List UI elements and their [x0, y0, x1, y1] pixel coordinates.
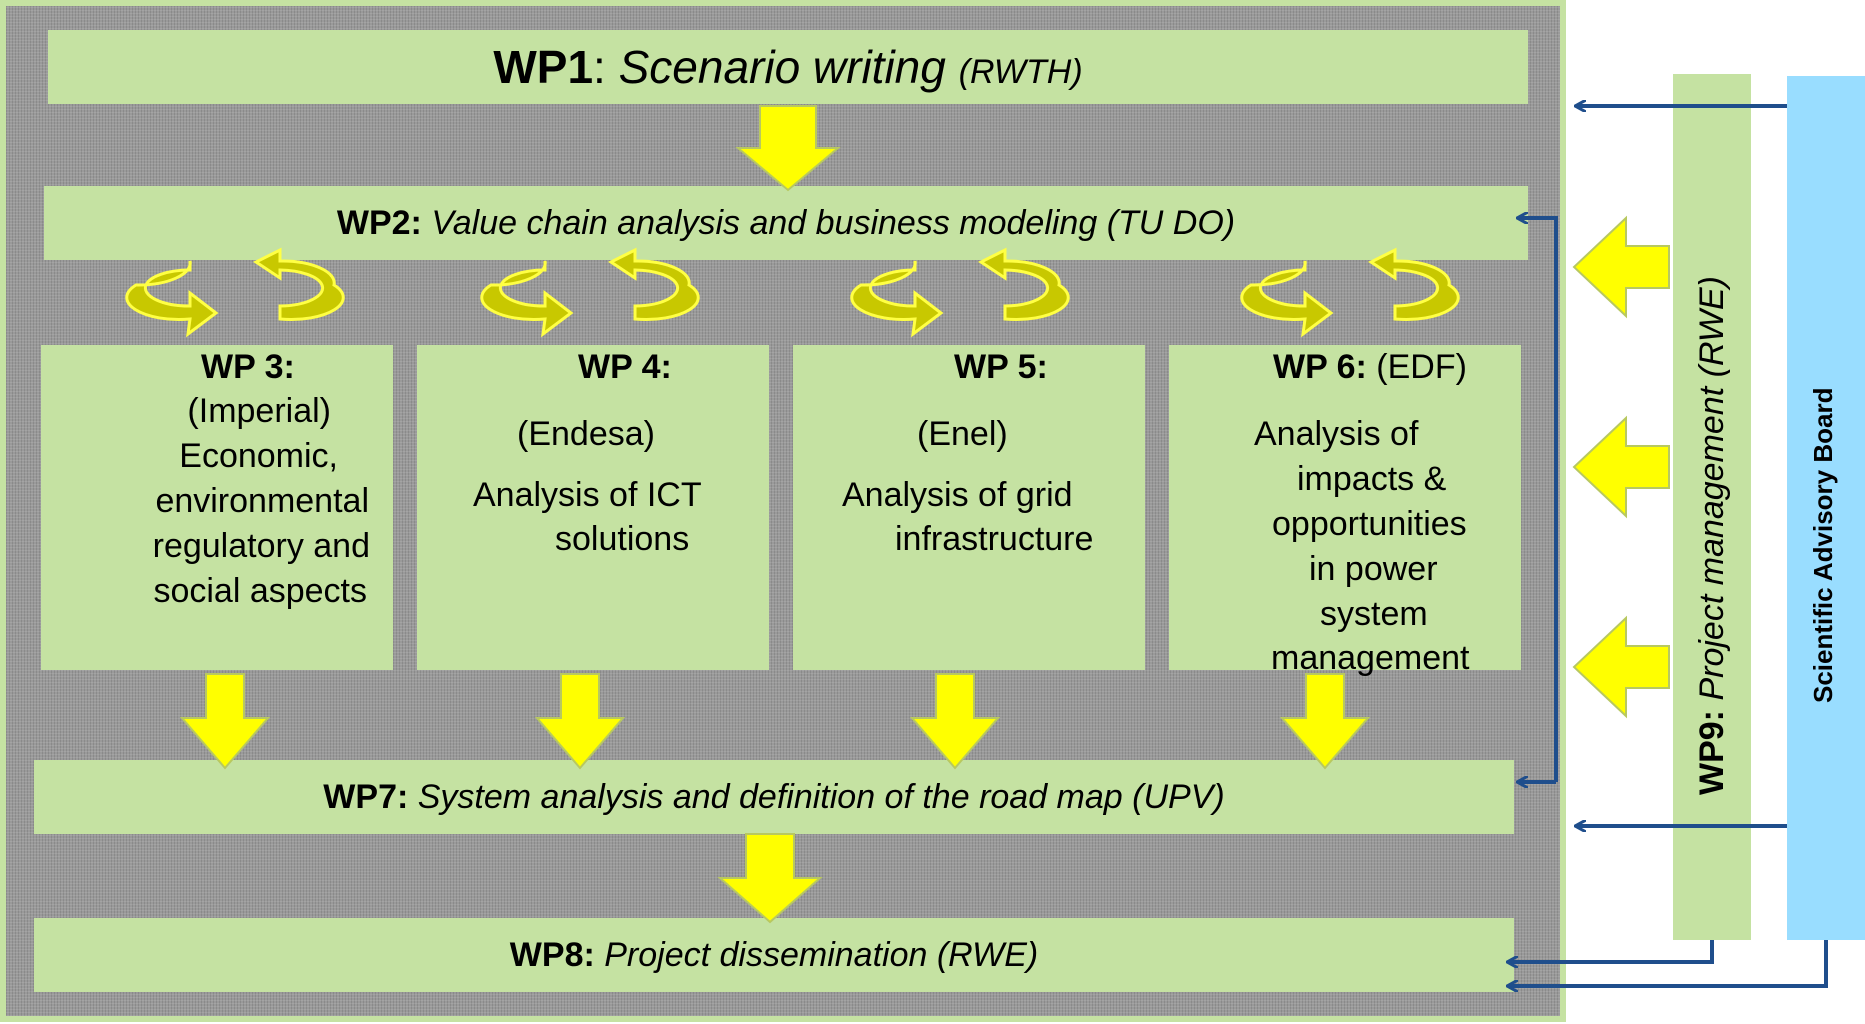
wp4-line: solutions	[555, 520, 690, 558]
down-arrow-icon	[1279, 673, 1371, 770]
wp1-separator: :	[593, 41, 606, 93]
wp1-lead: (RWTH)	[958, 53, 1083, 91]
wp6-box: WP 6: (EDF) Analysis of impacts & opport…	[1169, 345, 1521, 677]
wp1-code: WP1	[493, 41, 594, 93]
wp5-code: WP 5:	[954, 348, 1048, 386]
wp7-box: WP7: System analysis and definition of t…	[34, 760, 1514, 834]
feedback-connector-icon	[1518, 218, 1558, 782]
wp2-box: WP2: Value chain analysis and business m…	[44, 186, 1528, 260]
wp8-box: WP8: Project dissemination (RWE)	[34, 918, 1514, 992]
down-arrow-icon	[735, 105, 841, 192]
down-arrow-icon	[909, 673, 1001, 770]
wp3-box: WP 3: (Imperial) Economic, environmental…	[41, 345, 393, 670]
wp6-line: management	[1271, 639, 1470, 677]
cycle-arrows-icon	[850, 247, 1070, 338]
wp2-title: Value chain analysis and business modeli…	[431, 203, 1236, 242]
wp6-line: system	[1320, 595, 1428, 633]
cycle-arrows-icon	[125, 247, 345, 338]
down-arrow-icon	[179, 673, 271, 770]
feedback-connector-icon	[1508, 940, 1714, 962]
wp3-line: regulatory and	[152, 527, 370, 565]
wp6-code: WP 6:	[1273, 348, 1367, 386]
wp1-title: Scenario writing	[618, 41, 946, 93]
wp7-code: WP7:	[323, 777, 409, 816]
wp2-code: WP2:	[336, 203, 422, 242]
advisory-board-strip	[1787, 76, 1865, 940]
wp6-line: opportunities	[1272, 505, 1467, 543]
wp3-code: WP 3:	[201, 348, 295, 386]
down-arrow-icon	[717, 833, 823, 924]
left-arrow-icon	[1572, 615, 1670, 719]
wp5-line: infrastructure	[895, 520, 1094, 558]
wp6-line: Analysis of	[1254, 415, 1419, 453]
wp8-title: Project dissemination (RWE)	[604, 935, 1039, 974]
wp6-header: WP 6: (EDF)	[1273, 345, 1467, 390]
wp4-code: WP 4:	[578, 348, 672, 386]
wp4-line: Analysis of ICT	[473, 476, 702, 514]
wp5-box: WP 5: (Enel) Analysis of grid infrastruc…	[793, 345, 1145, 670]
wp5-lead: (Enel)	[917, 415, 1008, 453]
wp4-lead: (Endesa)	[517, 415, 655, 453]
left-arrow-icon	[1572, 415, 1670, 519]
wp8-code: WP8:	[509, 935, 595, 974]
wp1-box: WP1: Scenario writing (RWTH)	[48, 30, 1528, 104]
wp3-line: (Imperial)	[187, 392, 331, 430]
wp3-line: Economic,	[179, 437, 338, 475]
wp6-line: in power	[1309, 550, 1438, 588]
down-arrow-icon	[534, 673, 626, 770]
wp4-box: WP 4: (Endesa) Analysis of ICT solutions	[417, 345, 769, 670]
cycle-arrows-icon	[1240, 247, 1460, 338]
cycle-arrows-icon	[480, 247, 700, 338]
wp9-strip	[1673, 74, 1751, 940]
wp6-line: impacts &	[1297, 460, 1447, 498]
wp6-lead: (EDF)	[1376, 348, 1467, 386]
wp3-line: environmental	[155, 482, 369, 520]
feedback-connector-icon	[1508, 940, 1828, 986]
left-arrow-icon	[1572, 215, 1670, 319]
wp5-line: Analysis of grid	[842, 476, 1073, 514]
wp3-line: social aspects	[153, 572, 367, 610]
wp7-title: System analysis and definition of the ro…	[417, 777, 1225, 816]
